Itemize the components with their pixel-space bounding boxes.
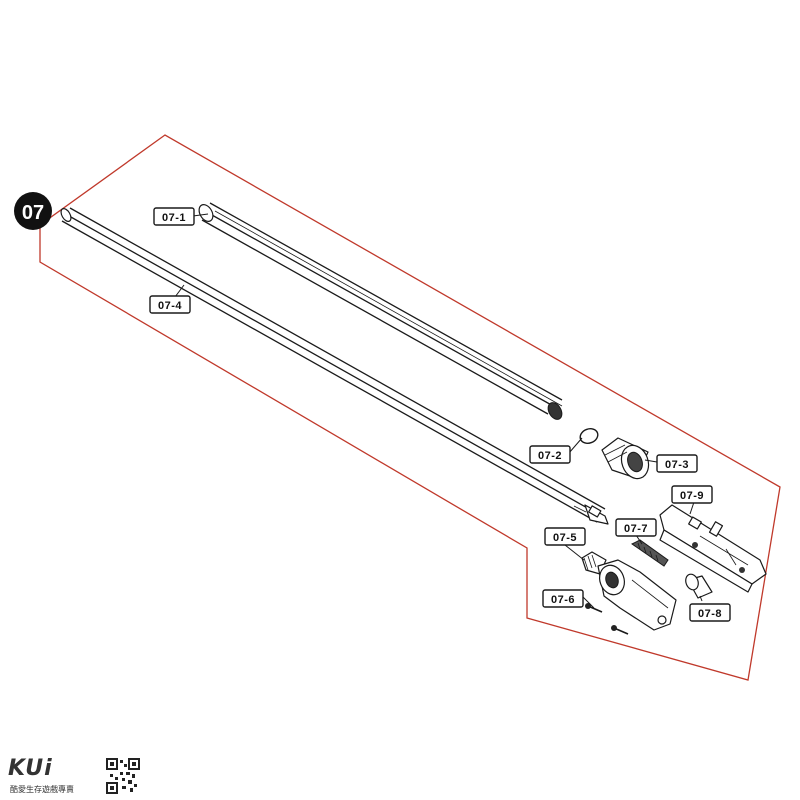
leader-lines [171, 213, 703, 609]
callout-07-8: 07-8 [689, 603, 731, 622]
part-outer-barrel [198, 202, 563, 420]
callout-07-7-text: 07-7 [624, 523, 648, 535]
part-chamber-collar [601, 437, 650, 480]
callout-07-8-text: 07-8 [698, 608, 722, 620]
group-badge-label: 07 [22, 202, 44, 224]
callout-07-3-text: 07-3 [665, 459, 689, 471]
callout-07-1: 07-1 [153, 207, 195, 226]
part-hopup-rack [631, 539, 669, 567]
callout-07-6: 07-6 [542, 589, 584, 608]
qr-code-icon [106, 758, 140, 794]
watermark-tagline: 酷愛生存遊戲專賣 [10, 785, 74, 794]
part-chamber-front [581, 551, 677, 631]
group-frame [39, 134, 781, 681]
callout-07-4-text: 07-4 [158, 300, 182, 312]
callout-07-6-text: 07-6 [551, 594, 575, 606]
callout-07-5-text: 07-5 [553, 532, 577, 544]
callout-07-9: 07-9 [671, 485, 713, 504]
callout-07-5: 07-5 [544, 527, 586, 546]
callout-07-4: 07-4 [149, 295, 191, 314]
part-inner-barrel [60, 207, 609, 525]
part-hopup-chamber [659, 504, 767, 593]
part-spacer [685, 573, 713, 599]
callout-07-2: 07-2 [529, 445, 571, 464]
part-screws [585, 603, 629, 635]
callout-07-2-text: 07-2 [538, 450, 562, 462]
group-badge: 07 [14, 192, 52, 230]
watermark-logo: KUi 酷愛生存遊戲專賣 [6, 756, 146, 798]
watermark-brand: KUi [8, 756, 53, 781]
callout-07-3: 07-3 [656, 454, 698, 473]
callout-07-7: 07-7 [615, 518, 657, 537]
part-o-ring [579, 428, 599, 444]
callout-07-9-text: 07-9 [680, 490, 704, 502]
callout-07-1-text: 07-1 [162, 212, 186, 224]
